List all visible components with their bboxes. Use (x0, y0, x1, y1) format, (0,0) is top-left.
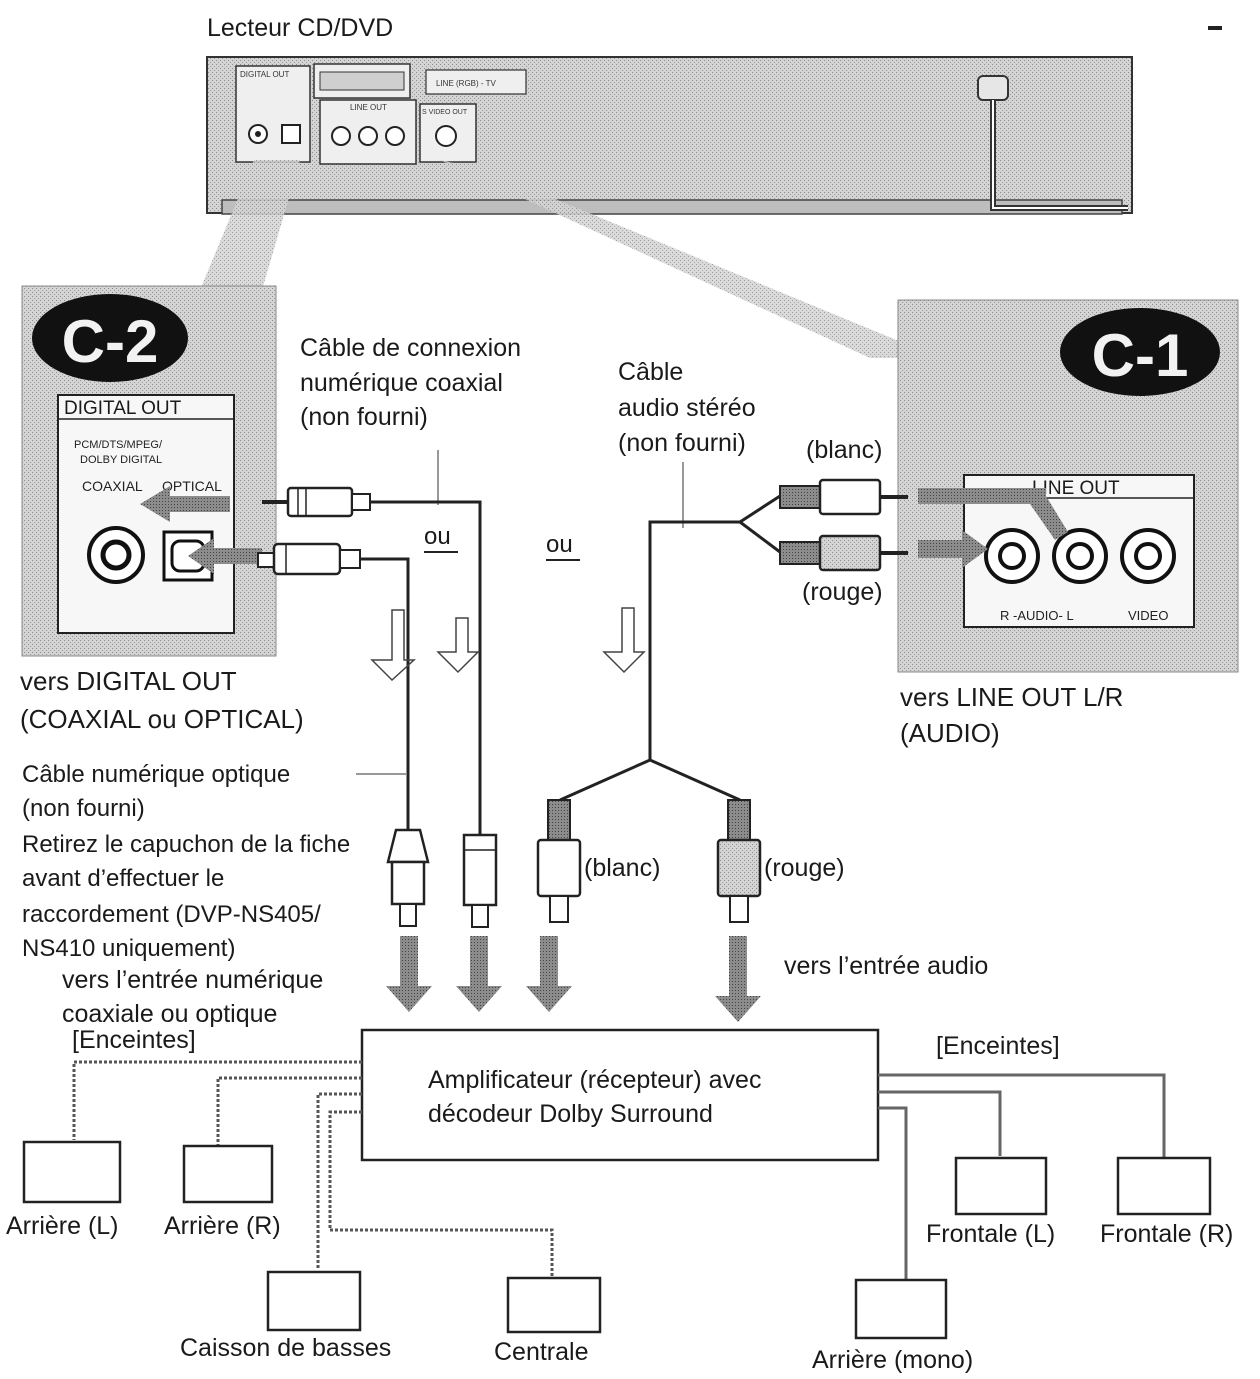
coax-plug-bottom (462, 833, 498, 928)
c1-header: LINE OUT (1032, 478, 1120, 499)
label-rear-r: Arrière (R) (164, 1212, 281, 1240)
player-s-video-label: S VIDEO OUT (422, 109, 468, 116)
player-digital-out-label: DIGITAL OUT (240, 70, 289, 79)
to-digital-line1: vers l’entrée numérique (62, 966, 323, 994)
c2-badge: C-2 (62, 308, 159, 375)
coax-cable-line2: numérique coaxial (300, 369, 503, 397)
c1-panel: C-1 LINE OUT R -AUDIO- L VIDEO (897, 299, 1239, 673)
speaker-rear-l (22, 1140, 122, 1204)
speakers (22, 1140, 1212, 1340)
label-subwoofer: Caisson de basses (180, 1334, 391, 1362)
c1-audio-label: R -AUDIO- L (1000, 608, 1074, 623)
player-title: Lecteur CD/DVD (207, 14, 393, 42)
stereo-cable-line3: (non fourni) (618, 429, 746, 457)
white-label-top: (blanc) (806, 436, 882, 464)
c2-caption-line1: vers DIGITAL OUT (20, 666, 237, 696)
optical-plug-bottom (386, 828, 430, 927)
to-digital-line2: coaxiale ou optique (62, 1000, 277, 1028)
input-arrows (386, 936, 761, 1022)
player-line-rgb-label: LINE (RGB) - TV (436, 79, 497, 88)
c2-optical-label: OPTICAL (162, 478, 222, 494)
or-middle: ou (546, 531, 573, 558)
label-center: Centrale (494, 1338, 589, 1366)
red-label-bottom: (rouge) (764, 854, 845, 882)
speaker-front-l (954, 1156, 1048, 1216)
c1-caption-line1: vers LINE OUT L/R (900, 682, 1123, 712)
player-back-panel: DIGITAL OUT LINE (RGB) - TV LINE OUT S V… (206, 56, 1133, 215)
label-front-r: Frontale (R) (1100, 1220, 1233, 1248)
cap-note-line1: Retirez le capuchon de la fiche (22, 831, 350, 858)
amplifier-line1: Amplificateur (récepteur) avec (428, 1066, 761, 1094)
cap-note-line3: raccordement (DVP-NS405/ (22, 901, 321, 928)
speaker-subwoofer (266, 1270, 362, 1332)
label-rear-mono: Arrière (mono) (812, 1346, 973, 1374)
stereo-plugs-bottom (536, 758, 762, 923)
red-label-top: (rouge) (802, 578, 883, 606)
speaker-rear-mono (854, 1278, 948, 1340)
speaker-rear-r (182, 1144, 274, 1204)
stereo-cable-line2: audio stéréo (618, 394, 756, 422)
c2-panel: C-2 DIGITAL OUT PCM/DTS/MPEG/ DOLBY DIGI… (21, 285, 277, 657)
label-front-l: Frontale (L) (926, 1220, 1055, 1248)
optical-plug-top (257, 542, 410, 830)
speakers-heading-right: [Enceintes] (936, 1032, 1060, 1060)
coax-cable-line3: (non fourni) (300, 403, 428, 431)
c2-caption-line2: (COAXIAL ou OPTICAL) (20, 704, 304, 734)
speaker-wires (72, 1060, 554, 1278)
c2-coaxial-label: COAXIAL (82, 478, 143, 494)
amplifier-box (360, 1028, 880, 1162)
c1-caption-line2: (AUDIO) (900, 718, 1000, 748)
white-label-bottom: (blanc) (584, 854, 660, 882)
c2-header: DIGITAL OUT (64, 398, 182, 419)
coax-cable-line1: Câble de connexion (300, 334, 521, 362)
amplifier-line2: décodeur Dolby Surround (428, 1100, 713, 1128)
cap-note-line4: NS410 uniquement) (22, 935, 235, 962)
coax-plug-top (262, 486, 482, 835)
c1-video-label: VIDEO (1128, 608, 1168, 623)
label-rear-l: Arrière (L) (6, 1212, 119, 1240)
or-left: ou (424, 523, 451, 550)
stereo-cable-line1: Câble (618, 358, 683, 386)
c2-formats-line1: PCM/DTS/MPEG/ (74, 439, 163, 451)
direction-arrows (370, 607, 646, 682)
speakers-heading-left: [Enceintes] (72, 1026, 196, 1054)
c1-badge: C-1 (1092, 322, 1189, 389)
cap-note-line2: avant d’effectuer le (22, 865, 224, 892)
c2-formats-line2: DOLBY DIGITAL (80, 454, 162, 466)
speaker-front-r (1116, 1156, 1212, 1216)
player-line-out-label: LINE OUT (350, 103, 387, 112)
optical-cable-line1: Câble numérique optique (22, 761, 290, 788)
optical-cable-line2: (non fourni) (22, 795, 145, 822)
speaker-center (506, 1276, 602, 1334)
to-audio-label: vers l’entrée audio (784, 952, 988, 980)
stereo-plugs-top (648, 478, 908, 760)
